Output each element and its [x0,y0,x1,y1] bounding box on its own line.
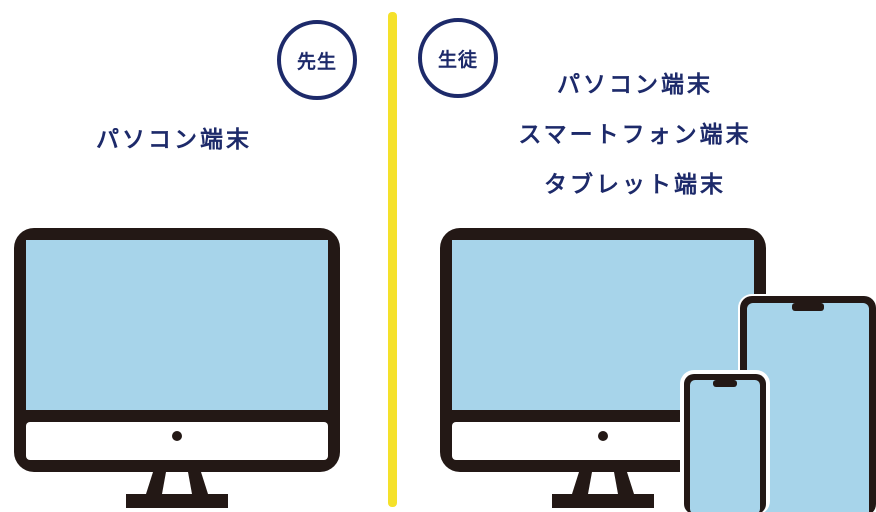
student-device-label: タブレット端末 [544,172,726,198]
teacher-role-label: 先生 [296,50,337,73]
student-panel: 生徒 パソコン端末 スマートフォン端末 タブレット端末 [400,0,876,512]
smartphone-icon [680,370,770,512]
student-device-label: スマートフォン端末 [518,122,752,148]
tablet-icon [738,294,876,512]
section-divider [388,12,397,507]
teacher-role-badge: 先生 [277,20,357,100]
teacher-panel: 先生 パソコン端末 [0,0,386,508]
student-device-list: パソコン端末 スマートフォン端末 タブレット端末 [500,60,876,210]
teacher-device-label: パソコン端末 [96,127,252,153]
student-device-label: パソコン端末 [557,72,713,98]
desktop-computer-icon [14,228,340,508]
student-role-badge: 生徒 [418,18,498,98]
student-role-label: 生徒 [437,48,478,71]
